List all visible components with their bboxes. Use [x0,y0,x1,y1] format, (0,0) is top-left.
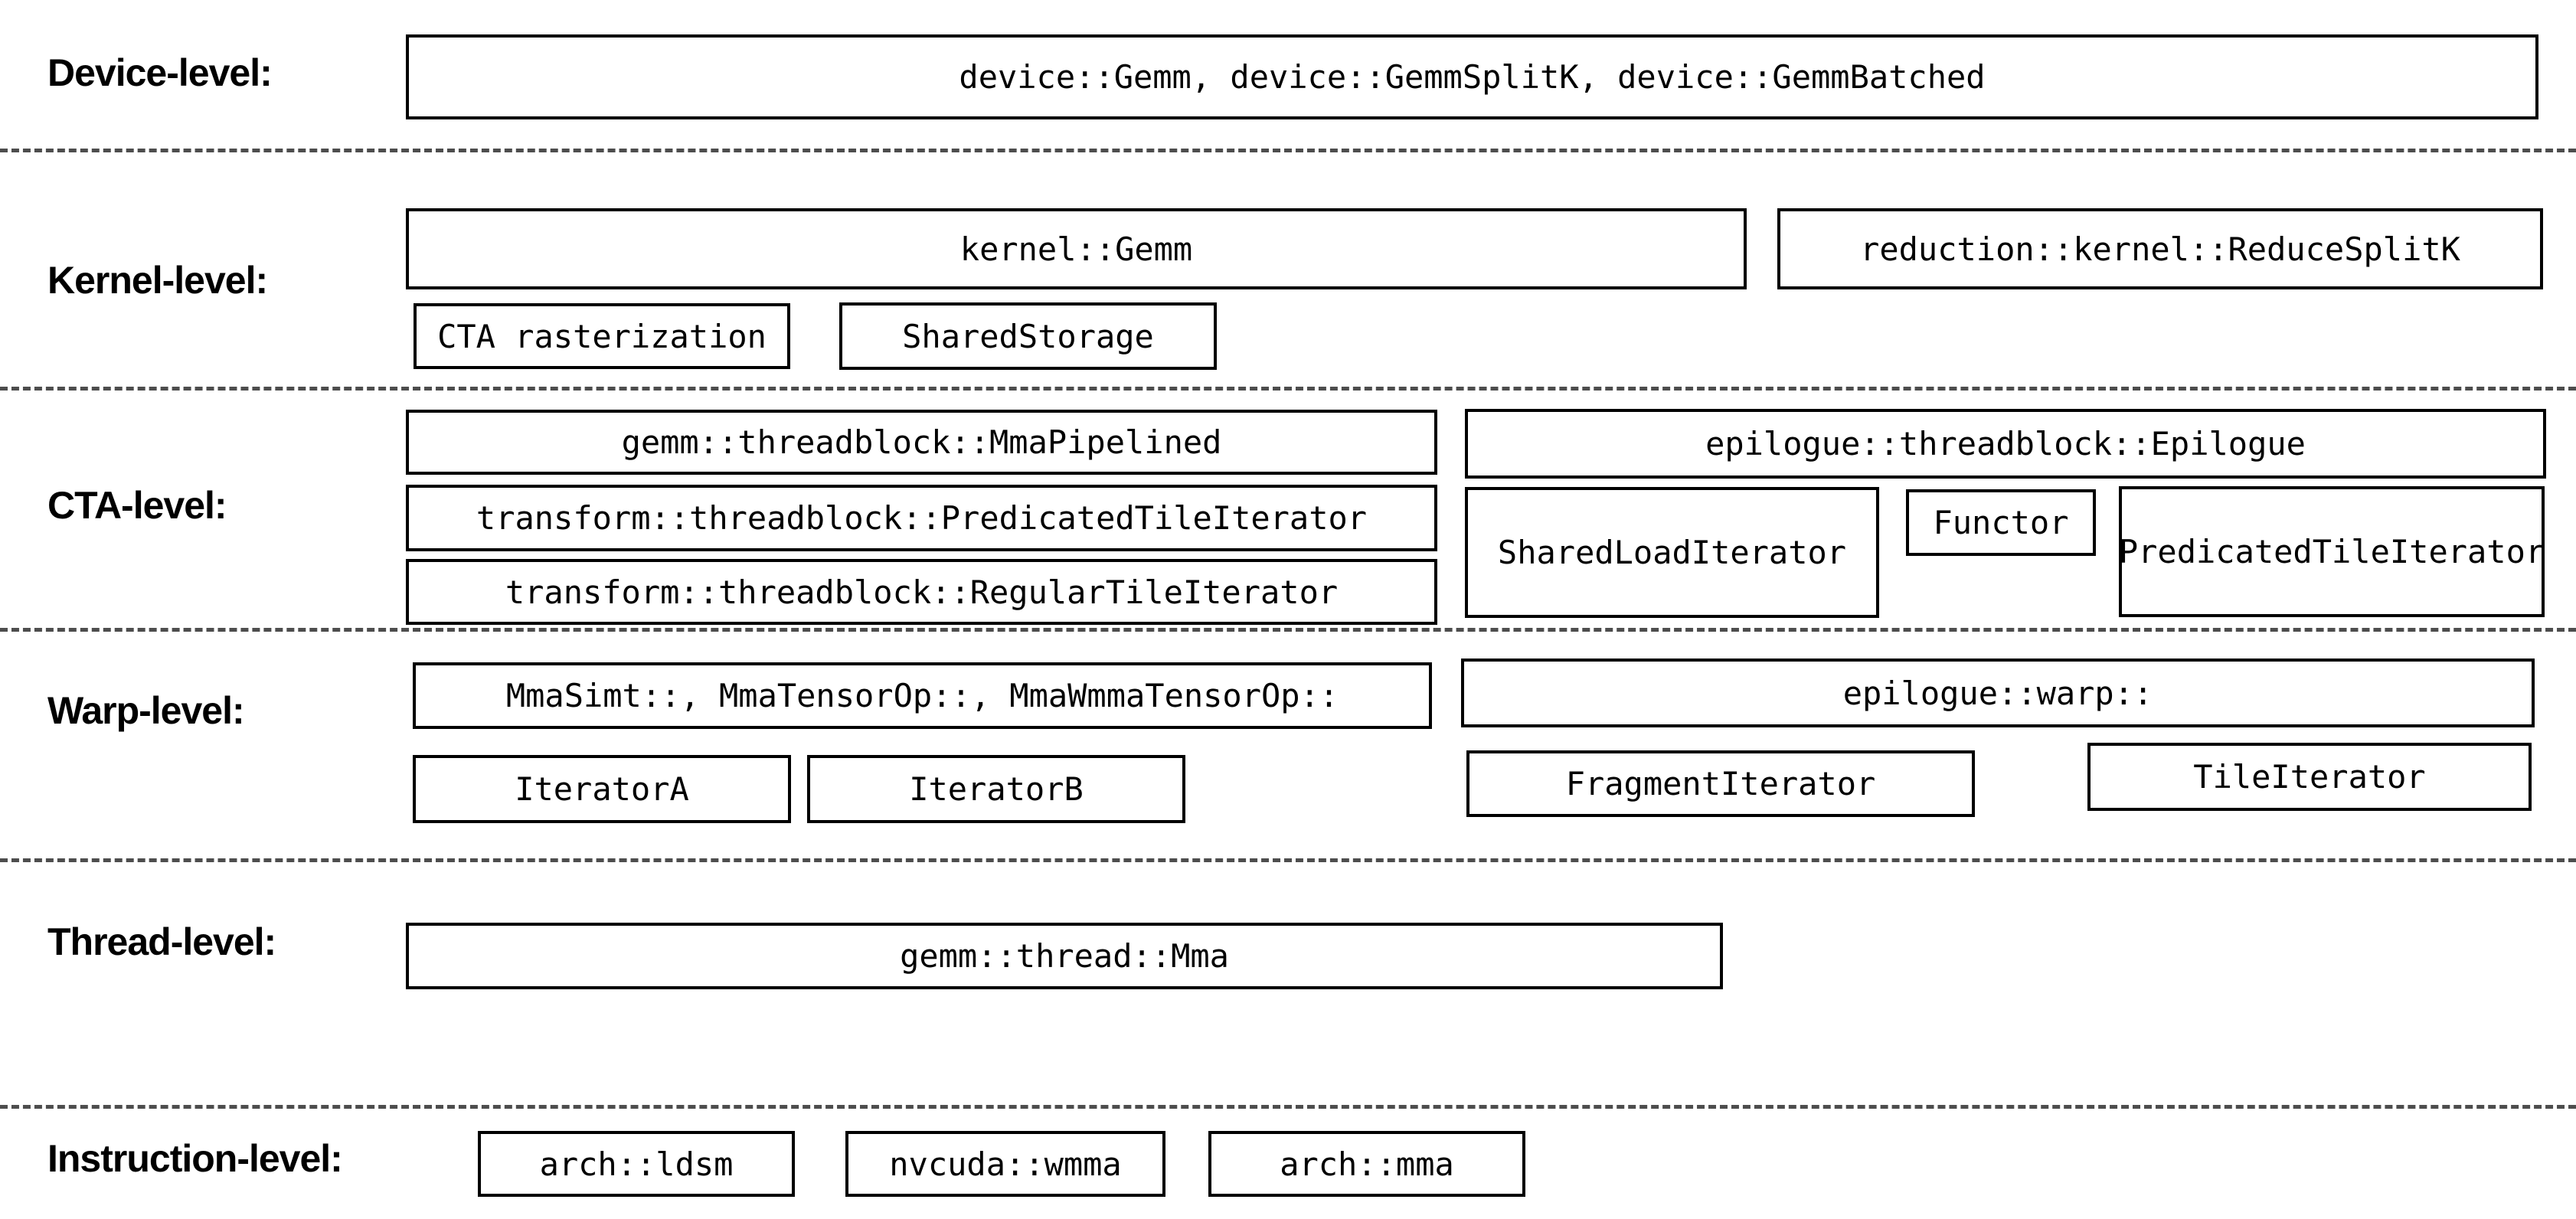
box-transform-predicated-tile-iterator: transform::threadblock::PredicatedTileIt… [406,485,1437,551]
dashed-separator-1 [0,149,2576,152]
level-label-cta: CTA-level: [47,484,227,527]
box-epilogue-warp: epilogue::warp:: [1461,659,2535,727]
box-iterator-b: IteratorB [807,755,1185,823]
level-label-warp: Warp-level: [47,689,245,732]
box-reduce-splitk: reduction::kernel::ReduceSplitK [1777,208,2543,289]
box-arch-ldsm: arch::ldsm [478,1131,795,1197]
dashed-separator-5 [0,1105,2576,1109]
box-device-gemm: device::Gemm, device::GemmSplitK, device… [406,34,2538,119]
level-label-instruction: Instruction-level: [47,1137,343,1180]
level-label-device: Device-level: [47,51,273,94]
box-epilogue-predicated-tile-iterator: PredicatedTileIterator [2119,486,2545,617]
box-shared-load-iterator: SharedLoadIterator [1465,487,1879,618]
box-tile-iterator: TileIterator [2087,743,2532,811]
box-kernel-gemm: kernel::Gemm [406,208,1747,289]
box-fragment-iterator: FragmentIterator [1466,750,1975,817]
box-warp-mma: MmaSimt::, MmaTensorOp::, MmaWmmaTensorO… [413,662,1432,729]
box-thread-mma: gemm::thread::Mma [406,923,1723,989]
box-mma-pipelined: gemm::threadblock::MmaPipelined [406,410,1437,475]
box-functor: Functor [1906,489,2096,556]
dashed-separator-2 [0,387,2576,391]
level-label-thread: Thread-level: [47,920,276,963]
box-cta-rasterization: CTA rasterization [414,303,790,369]
box-iterator-a: IteratorA [413,755,791,823]
box-nvcuda-wmma: nvcuda::wmma [845,1131,1165,1197]
dashed-separator-4 [0,858,2576,862]
box-arch-mma: arch::mma [1208,1131,1525,1197]
dashed-separator-3 [0,628,2576,632]
box-shared-storage: SharedStorage [839,302,1217,370]
box-epilogue-threadblock: epilogue::threadblock::Epilogue [1465,409,2546,479]
level-label-kernel: Kernel-level: [47,259,268,302]
box-regular-tile-iterator: transform::threadblock::RegularTileItera… [406,559,1437,625]
